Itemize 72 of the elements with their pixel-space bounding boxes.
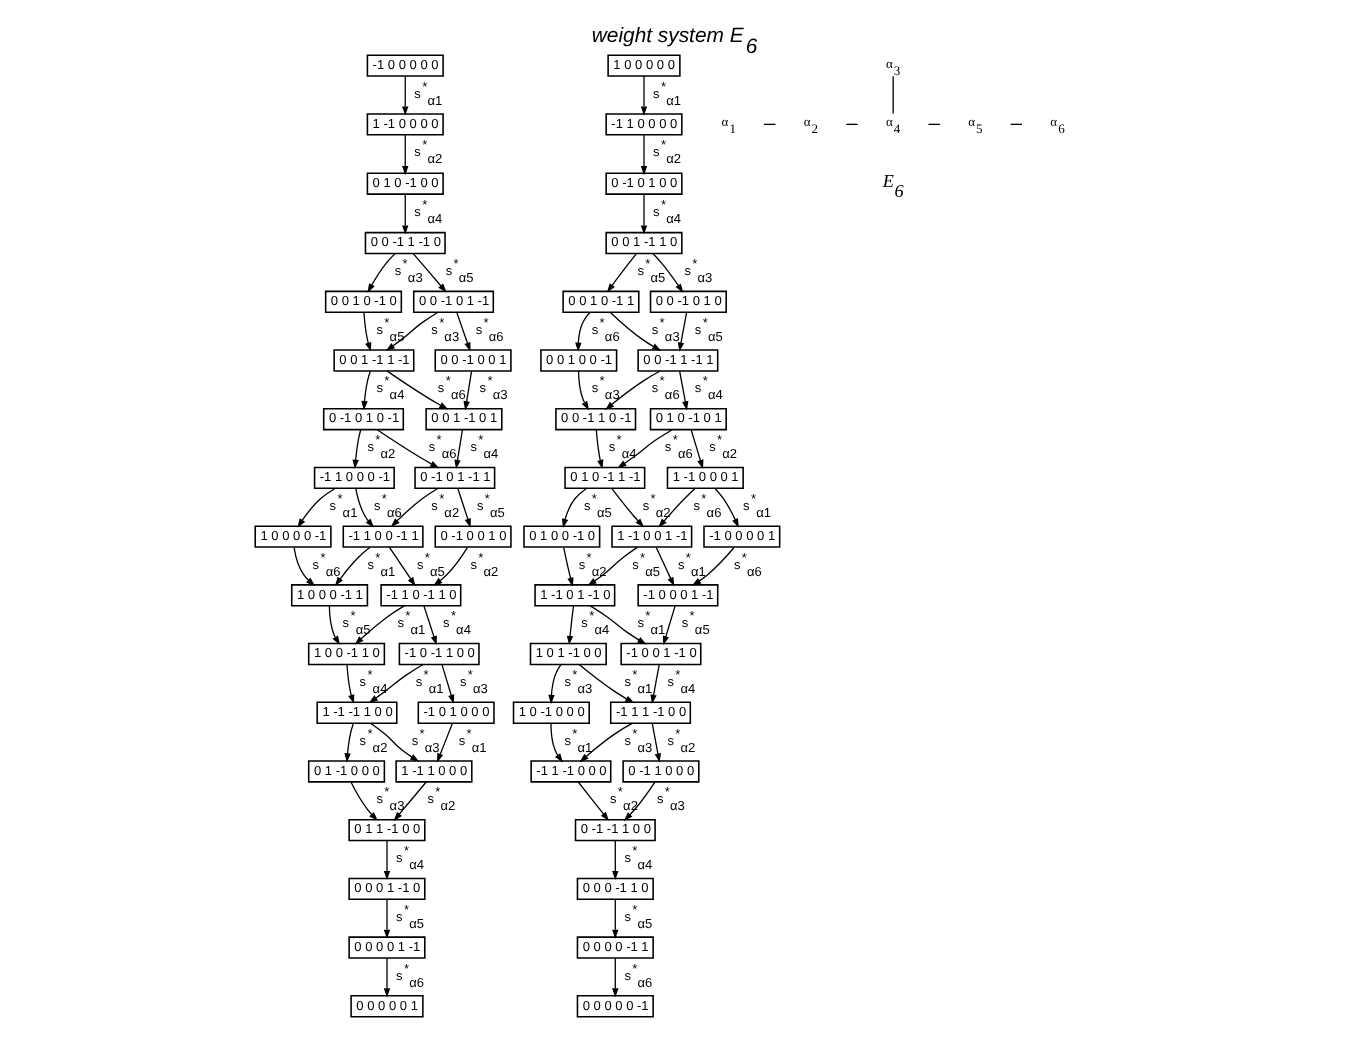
arrow <box>440 663 454 704</box>
arrow <box>401 193 408 235</box>
arrow <box>389 487 438 528</box>
arrow <box>622 781 655 821</box>
arrow <box>661 605 675 646</box>
arrow <box>368 722 419 762</box>
arrow <box>382 957 390 998</box>
arrow <box>382 898 390 939</box>
arrow <box>678 370 688 411</box>
arrow <box>650 722 661 763</box>
arrow <box>608 311 661 351</box>
arrow <box>578 722 633 763</box>
arrow <box>565 605 574 646</box>
connector <box>891 75 893 115</box>
arrow <box>292 547 315 586</box>
arrow <box>360 370 370 411</box>
arrow <box>594 429 603 470</box>
arrow <box>296 487 335 528</box>
arrow <box>586 546 638 586</box>
arrow <box>349 781 377 821</box>
arrow <box>611 957 618 998</box>
arrow <box>654 546 674 587</box>
arrow <box>616 429 672 469</box>
arrow <box>367 663 423 704</box>
arrow <box>561 488 586 528</box>
arrow <box>354 488 374 528</box>
arrow <box>401 134 408 176</box>
arrow <box>576 781 608 821</box>
arrow <box>610 487 644 528</box>
arrow <box>435 722 453 763</box>
arrow <box>392 781 426 821</box>
arrow <box>611 840 618 881</box>
arrow <box>639 134 647 176</box>
arrow <box>432 546 468 586</box>
arrow <box>401 75 408 116</box>
arrow <box>611 898 618 939</box>
arrow <box>384 311 438 351</box>
arrow <box>689 429 703 470</box>
arrow <box>387 546 415 587</box>
arrow <box>375 429 439 469</box>
arrow <box>333 546 370 587</box>
arrow <box>639 75 647 116</box>
arrow <box>343 722 354 763</box>
arrow <box>691 546 734 586</box>
arrow <box>649 663 659 704</box>
arrow <box>577 663 634 704</box>
arrow <box>657 487 695 528</box>
arrow <box>382 840 390 881</box>
arrow <box>639 193 647 235</box>
arrow <box>411 253 446 293</box>
arrow <box>422 605 436 646</box>
arrow <box>604 370 660 410</box>
arrow <box>462 370 472 411</box>
arrow <box>456 487 470 528</box>
arrow <box>547 664 561 705</box>
arrow <box>576 370 589 411</box>
arrow <box>605 253 636 293</box>
arrow <box>351 429 361 469</box>
arrow <box>651 253 683 293</box>
arrow <box>327 605 339 645</box>
arrow <box>362 312 371 352</box>
arrow <box>549 722 562 763</box>
arrow <box>588 605 646 645</box>
arrow <box>385 370 448 410</box>
arrow <box>676 311 687 352</box>
arrow <box>574 311 590 352</box>
arrow <box>366 253 395 293</box>
arrow <box>453 429 463 470</box>
arrow <box>345 664 354 704</box>
arrow <box>353 605 404 645</box>
arrow <box>562 546 573 587</box>
arrow <box>713 488 738 528</box>
